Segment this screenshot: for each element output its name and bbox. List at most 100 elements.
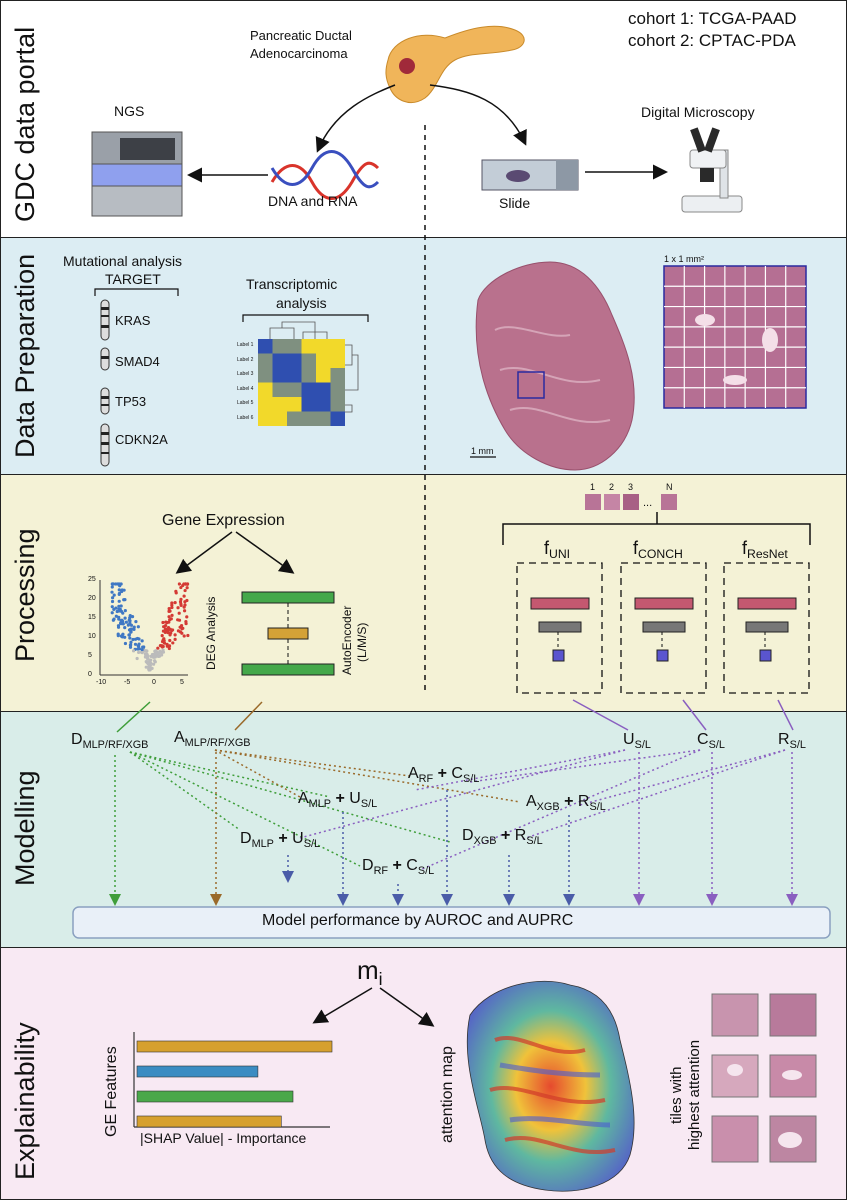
combo-amlp-usl: AMLP + US/L [298, 790, 378, 810]
heatmap-cell [272, 339, 287, 354]
c-sl-label: CS/L [697, 731, 725, 751]
volcano-point [128, 613, 132, 618]
heatmap-cell [330, 397, 345, 412]
volcano-point [173, 637, 177, 642]
volcano-point [117, 588, 121, 592]
volcano-point [161, 650, 166, 654]
volcano-point [128, 636, 132, 640]
volcano-point [123, 598, 127, 602]
performance-box [72, 906, 831, 939]
digital-microscopy-label: Digital Microscopy [641, 104, 755, 120]
volcano-point [173, 633, 177, 637]
volcano-point [180, 631, 184, 635]
heatmap-cell [301, 382, 316, 397]
volcano-y-tick: 0 [88, 671, 92, 678]
volcano-point [144, 665, 148, 669]
volcano-point [171, 641, 175, 645]
volcano-y-tick: 15 [88, 614, 96, 621]
volcano-point [111, 582, 115, 586]
volcano-point [160, 644, 164, 648]
volcano-point [140, 648, 144, 652]
volcano-point [153, 660, 157, 664]
tile-index-n: N [666, 482, 673, 492]
heatmap-row-label: Label 4 [237, 385, 254, 392]
heatmap-cell [287, 397, 302, 412]
microscope-icon [681, 127, 743, 213]
tile-index-3: 3 [628, 482, 634, 492]
volcano-point [182, 609, 187, 613]
gene-expression-label: Gene Expression [162, 512, 285, 529]
volcano-point [184, 621, 188, 626]
volcano-point [114, 614, 118, 618]
volcano-point [121, 611, 125, 615]
mutational-analysis-label: Mutational analysis [63, 253, 183, 269]
chromosome-icons [100, 299, 110, 467]
shap-bar [136, 1115, 282, 1128]
heatmap-cell [272, 368, 287, 383]
organ-label-line1: Pancreatic Ductal [250, 28, 352, 43]
volcano-point [133, 637, 138, 641]
combo-dxgb-rsl: DXGB + RS/L [462, 827, 543, 847]
volcano-point [131, 637, 135, 642]
attention-tiles-images [711, 993, 817, 1163]
volcano-point [116, 625, 121, 629]
volcano-point [168, 627, 172, 631]
gene-tp53: TP53 [115, 394, 147, 409]
volcano-point [168, 638, 172, 643]
volcano-point [168, 633, 172, 637]
heatmap-cell [287, 353, 302, 368]
heatmap-cell [316, 411, 331, 426]
volcano-point [176, 629, 181, 633]
heatmap-cell [301, 411, 316, 426]
heatmap-cell [258, 382, 273, 397]
volcano-point [162, 641, 167, 645]
heatmap-row-label: Label 5 [237, 400, 254, 406]
volcano-point [160, 633, 164, 638]
f-resnet-label: fResNet [742, 538, 788, 562]
tile-strip-images [585, 494, 677, 510]
volcano-point [161, 629, 166, 633]
tiles-label-line2: highest attention [686, 1039, 703, 1150]
autoencoder-label-line1: AutoEncoder [340, 605, 354, 675]
volcano-point [183, 582, 188, 586]
volcano-point [149, 654, 153, 658]
volcano-point [183, 603, 187, 607]
volcano-point [121, 622, 125, 626]
volcano-point [148, 663, 152, 668]
volcano-point [121, 619, 125, 623]
heatmap-cell [258, 397, 273, 412]
volcano-point [119, 634, 123, 638]
volcano-point [146, 654, 150, 658]
u-sl-label: US/L [623, 731, 651, 751]
volcano-point [162, 625, 166, 629]
scale-bar-label: 1 mm [471, 446, 494, 456]
volcano-point [110, 596, 115, 600]
volcano-point [179, 585, 183, 590]
volcano-point [117, 591, 122, 596]
heatmap-cell [287, 368, 302, 383]
f-conch-label: fCONCH [633, 538, 683, 562]
volcano-x-tick: -10 [96, 679, 107, 686]
heatmap-cell [287, 382, 302, 397]
volcano-point [141, 645, 145, 649]
volcano-plot [99, 580, 190, 676]
volcano-point [170, 613, 174, 617]
volcano-point [127, 633, 131, 637]
r-sl-label: RS/L [778, 731, 806, 751]
volcano-point [123, 641, 128, 646]
volcano-point [112, 617, 116, 621]
volcano-point [167, 646, 171, 651]
volcano-point [136, 625, 140, 629]
volcano-point [178, 600, 183, 604]
volcano-point [123, 635, 127, 639]
tiles-label-line1: tiles with [668, 1066, 685, 1124]
volcano-point [182, 634, 186, 638]
slide-label: Slide [499, 195, 531, 211]
volcano-point [168, 609, 172, 613]
heatmap-cell [258, 353, 273, 368]
volcano-point [132, 627, 136, 631]
volcano-point [117, 617, 121, 621]
gene-cdkn2a: CDKN2A [115, 432, 168, 447]
volcano-point [137, 637, 141, 641]
